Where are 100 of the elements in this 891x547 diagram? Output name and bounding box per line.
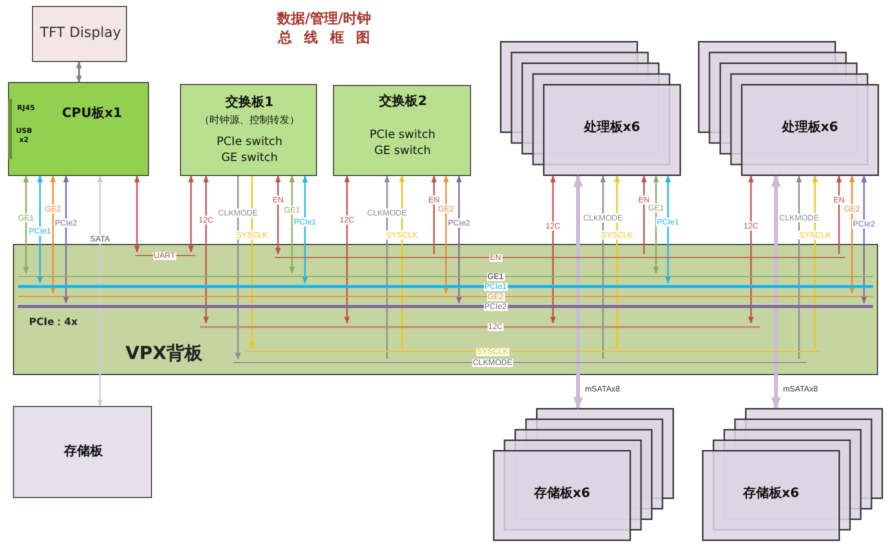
bus-line: [232, 358, 806, 366]
edge-label: GE2: [437, 204, 455, 214]
bus-label: PCIe1: [483, 282, 508, 290]
connector-arrow: [748, 175, 754, 324]
board-title: 处理板x6: [780, 120, 840, 136]
connector-arrow: [796, 175, 802, 359]
board-subtitle: （时钟源、控制转发）: [198, 115, 300, 127]
connector-arrow: [641, 175, 647, 254]
edge-label: GE2: [843, 204, 861, 214]
connector-arrow: [836, 175, 842, 254]
connector-arrow: [665, 175, 671, 284]
connector-arrow: [443, 175, 449, 294]
edge-label: SATA: [89, 234, 111, 244]
connector-arrow: [614, 175, 620, 348]
bus-label: GE1: [486, 272, 504, 280]
connector-arrow: [302, 175, 308, 284]
board-description: PCIe switch GE switch: [368, 126, 436, 158]
edge-label: PCIe2: [446, 218, 472, 228]
edge-label: SYSCLK: [600, 230, 634, 240]
connector-arrow: [235, 176, 241, 360]
bus-label: GE2: [486, 292, 504, 300]
connector-arrow: [550, 175, 556, 324]
switch-board: [333, 85, 471, 176]
bus-line: [18, 302, 872, 310]
bus-line: [200, 322, 760, 330]
edge-label: SYSCLK: [235, 230, 269, 240]
connector-arrow: [771, 174, 781, 410]
board-title: 存储板x6: [742, 486, 800, 502]
edge-label: PCIe1: [28, 226, 52, 236]
edge-label: GE1: [283, 206, 301, 214]
board-title: TFT Display: [39, 25, 122, 42]
bus-line: [244, 348, 820, 356]
edge-label: mSATAx8: [782, 384, 819, 394]
connector-arrow: [63, 175, 69, 304]
edge-label: SYSCLK: [798, 230, 832, 240]
connector-arrow: [134, 175, 140, 253]
connector-arrow: [76, 61, 82, 83]
edge-label: SYSCLK: [385, 230, 419, 240]
board-title: 存储板: [62, 444, 104, 460]
bus-line: [18, 282, 872, 290]
connector-arrow: [812, 175, 818, 348]
bus-label: SYSCLK: [476, 348, 510, 356]
bus-label: PCIe2: [483, 302, 508, 310]
connector-arrow: [37, 175, 43, 284]
connector-arrow: [188, 175, 194, 253]
display-box: [32, 6, 127, 62]
edge-label: PCIe1: [656, 218, 680, 226]
edge-label: EN: [427, 196, 441, 204]
board-title: 交换板2: [378, 94, 428, 110]
bus-line: [18, 292, 872, 300]
bus-line: [18, 272, 872, 280]
edge-label: EN: [271, 196, 285, 204]
edge-label: 12C: [338, 216, 356, 224]
edge-label: GE1: [647, 204, 665, 212]
edge-label: GE2: [44, 204, 62, 214]
edge-label: GE1: [17, 214, 35, 222]
bus-label: 12C: [487, 322, 504, 330]
connector-arrow: [456, 175, 462, 304]
edge-label: CLKMODE: [366, 208, 408, 218]
connector-arrow: [344, 175, 350, 324]
board-description: PCIe switch GE switch: [216, 133, 284, 165]
edge-label: mSATAx8: [584, 384, 621, 394]
board-title: 交换板1: [224, 95, 275, 111]
connector-arrow: [861, 175, 867, 304]
bus-label: EN: [488, 254, 502, 262]
bus-label: UART: [152, 252, 176, 260]
edge-label: EN: [832, 196, 846, 204]
edge-label: 12C: [742, 222, 760, 230]
connector-arrow: [275, 175, 281, 255]
board-title: 处理板x6: [582, 120, 642, 136]
connector-arrow: [23, 175, 29, 274]
connector-arrow: [289, 175, 295, 274]
bus-note: PCIe：4x: [29, 316, 78, 329]
backplane: [13, 244, 878, 375]
bus-line: [134, 252, 194, 260]
edge-label: CLKMODE: [582, 214, 624, 222]
cpu-board: [8, 82, 149, 176]
connector-arrow: [50, 175, 56, 294]
edge-label: PCIe2: [852, 220, 876, 228]
backplane-title: VPX背板: [124, 343, 204, 365]
connector-arrow: [399, 175, 405, 348]
edge-label: 12C: [544, 222, 562, 230]
connector-arrow: [431, 175, 437, 254]
edge-label: EN: [637, 196, 651, 204]
storage-board: [13, 406, 152, 498]
edge-label: CLKMODE: [217, 208, 259, 218]
edge-label: PCIe1: [292, 218, 318, 226]
edge-label: PCIe2: [54, 218, 78, 228]
connector-arrow: [97, 175, 103, 407]
edge-label: 12C: [198, 216, 214, 224]
edge-label: CLKMODE: [778, 214, 820, 222]
board-title: CPU板x1: [60, 106, 124, 122]
connector-arrow: [249, 176, 255, 349]
connector-arrow: [203, 175, 209, 324]
board-title: 存储板x6: [532, 486, 592, 502]
bus-line: [274, 254, 844, 262]
bus-label: CLKMODE: [472, 358, 514, 366]
switch-board: [180, 84, 317, 176]
connector-arrow: [573, 174, 583, 410]
connector-arrow: [600, 175, 606, 359]
